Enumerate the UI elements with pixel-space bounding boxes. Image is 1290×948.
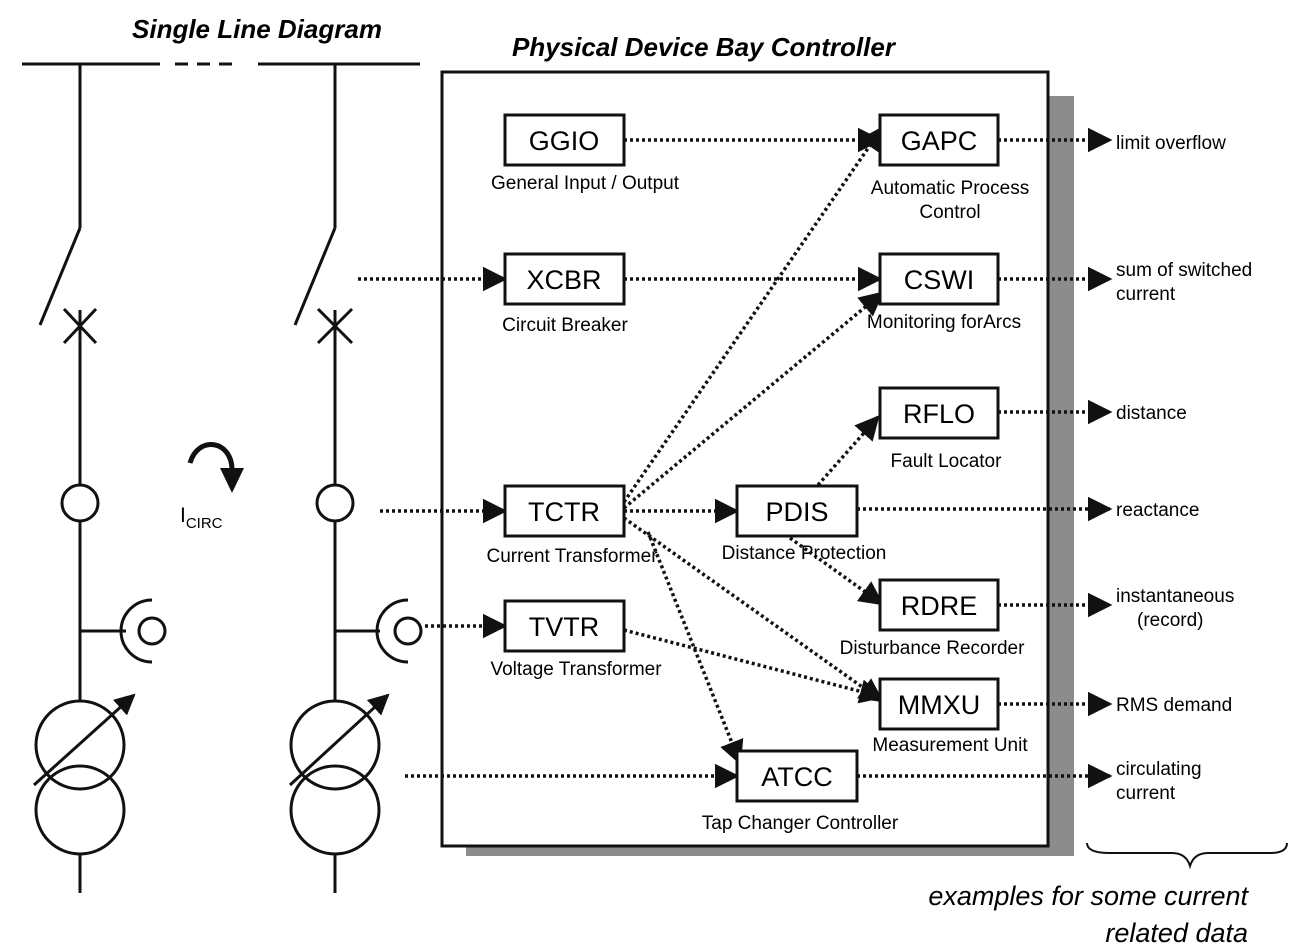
- tctr-label: TCTR: [528, 497, 600, 527]
- output-sum-of-switched: sum of switched: [1116, 260, 1252, 281]
- gapc-caption-line-1: Automatic Process: [871, 178, 1029, 199]
- power-transformer-upper-right: [289, 699, 381, 791]
- tvtr-label: TVTR: [529, 612, 600, 642]
- pdis-caption: Distance Protection: [722, 543, 887, 564]
- pdis-label: PDIS: [765, 497, 828, 527]
- single-line-diagram-title: Single Line Diagram: [132, 14, 382, 44]
- current-transformer-right: [315, 483, 355, 523]
- tvtr-box: [503, 599, 626, 653]
- power-transformer-lower-right: [289, 764, 381, 856]
- connections: [358, 125, 1113, 789]
- pdis-box: [735, 484, 859, 538]
- ggio-box: [503, 113, 626, 167]
- rdre-label: RDRE: [901, 591, 978, 621]
- rflo-label: RFLO: [903, 399, 975, 429]
- mmxu-caption: Measurement Unit: [872, 735, 1028, 756]
- xcbr-label: XCBR: [526, 265, 601, 295]
- circulating-current-label: ICIRC: [180, 504, 223, 532]
- tap-changer-arrow-left: [32, 693, 136, 787]
- tctr-to-gapc-link: [622, 125, 884, 503]
- tctr-to-mmxu-link: [622, 516, 884, 703]
- rdre-caption: Disturbance Recorder: [840, 638, 1025, 659]
- tap-changer-arrow-right: [288, 693, 390, 787]
- ggio-caption: General Input / Output: [491, 173, 680, 194]
- rflo-caption: Fault Locator: [891, 451, 1003, 472]
- tvtr-caption: Voltage Transformer: [490, 659, 662, 680]
- outputs-brace: [1086, 842, 1288, 870]
- xcbr-box: [503, 252, 626, 306]
- cswi-caption: Monitoring forArcs: [867, 312, 1021, 333]
- mmxu-box: [878, 677, 1000, 731]
- rflo-box: [878, 386, 1000, 440]
- output-reactance: reactance: [1116, 500, 1199, 521]
- feeder-right: [289, 64, 423, 893]
- gapc-label: GAPC: [901, 126, 978, 156]
- logical-node-boxes: [503, 113, 1000, 803]
- pdis-to-rdre-link: [788, 536, 884, 606]
- output-instantaneous: instantaneous: [1116, 586, 1234, 607]
- note-line-2: related data: [1105, 918, 1248, 948]
- atcc-box: [735, 749, 859, 803]
- bay-controller-title: Physical Device Bay Controller: [512, 32, 897, 62]
- ggio-label: GGIO: [529, 126, 600, 156]
- output-circulating: circulating: [1116, 759, 1202, 780]
- output-distance: distance: [1116, 403, 1187, 424]
- gapc-caption-line-2: Control: [919, 202, 980, 223]
- output-circulating-current: current: [1116, 783, 1176, 804]
- tctr-caption: Current Transformer: [486, 546, 658, 567]
- power-transformer-upper-left: [34, 699, 126, 791]
- mmxu-label: MMXU: [898, 690, 981, 720]
- output-current: current: [1116, 284, 1176, 305]
- gapc-box: [878, 113, 1000, 167]
- tvtr-to-mmxu-link: [623, 628, 885, 704]
- feeder-left: [34, 64, 167, 893]
- disconnector-switch-left: [38, 227, 82, 326]
- atcc-label: ATCC: [761, 762, 833, 792]
- atcc-caption: Tap Changer Controller: [702, 813, 899, 834]
- disconnector-switch-right: [293, 227, 337, 326]
- current-transformer-left: [60, 483, 100, 523]
- voltage-transformer-arc-left: [119, 598, 153, 664]
- output-record: (record): [1137, 610, 1204, 631]
- note-line-1: examples for some current: [928, 881, 1249, 911]
- single-line-diagram: [22, 62, 423, 893]
- tctr-to-cswi-link: [622, 291, 884, 510]
- xcbr-caption: Circuit Breaker: [502, 315, 628, 336]
- output-limit-overflow: limit overflow: [1116, 133, 1226, 154]
- cswi-label: CSWI: [904, 265, 975, 295]
- tctr-box: [503, 484, 626, 538]
- power-transformer-lower-left: [34, 764, 126, 856]
- voltage-transformer-arc-right: [375, 598, 409, 664]
- circulating-current-arrow: [187, 442, 235, 471]
- output-rms-demand: RMS demand: [1116, 695, 1232, 716]
- cswi-box: [878, 252, 1000, 306]
- rdre-box: [878, 578, 1000, 632]
